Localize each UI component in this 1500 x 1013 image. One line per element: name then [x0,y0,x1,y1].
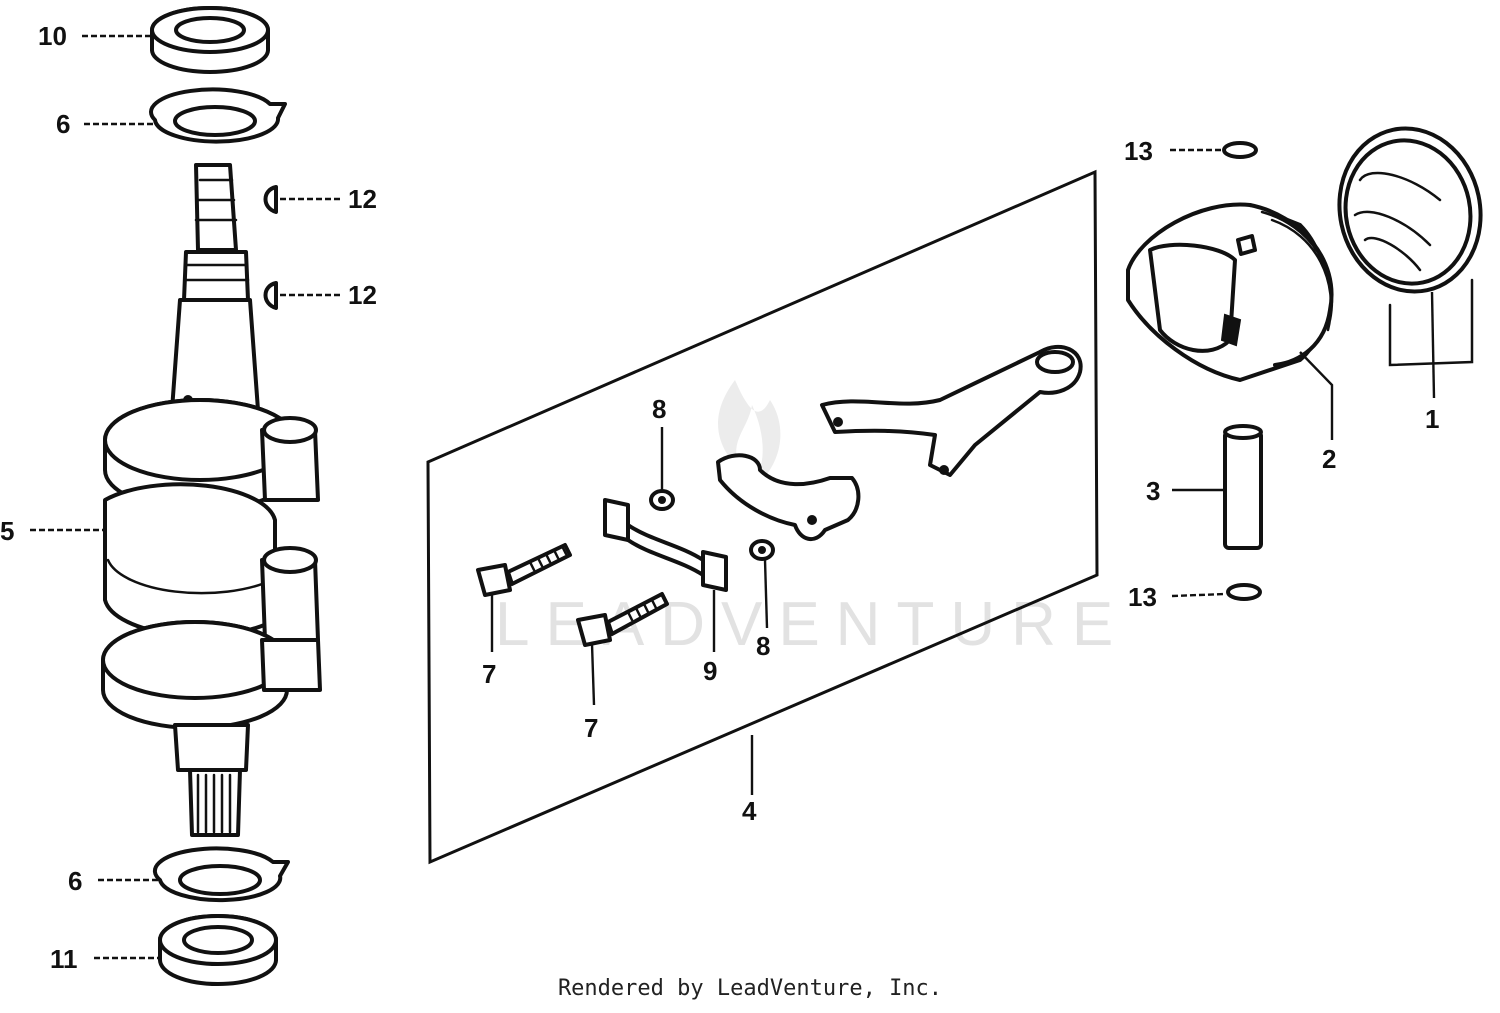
callout-4: 4 [742,796,757,826]
thrust-washer-top [149,87,287,144]
callout-6-top: 6 [56,109,70,139]
crankshaft [101,163,322,837]
callout-13-upper: 13 [1124,136,1153,166]
rod-washer-upper [649,489,675,511]
callout-7-upper: 7 [482,659,496,689]
callout-3: 3 [1146,476,1160,506]
callout-8-lower: 8 [756,631,770,661]
oil-seal-bottom [158,914,278,986]
callout-12-lower: 12 [348,280,377,310]
piston-pin-clip-lower [1226,583,1262,601]
woodruff-key-lower [263,281,278,310]
woodruff-key-upper [263,185,278,214]
connecting-rod [820,344,1083,477]
piston-pin [1223,424,1263,550]
callout-13-lower: 13 [1128,582,1157,612]
oil-seal-top [150,6,270,74]
callout-6-bottom: 6 [68,866,82,896]
lock-plate [603,498,728,592]
piston-ring-set [1337,126,1483,367]
kit-outline [426,169,1099,865]
rod-washer-lower [749,539,775,561]
callout-8-upper: 8 [652,394,666,424]
rod-bolt-upper [476,543,572,597]
callout-2: 2 [1322,444,1336,474]
callout-7-lower: 7 [584,713,598,743]
piston [1126,202,1334,382]
callout-10: 10 [38,21,67,51]
callout-9: 9 [703,656,717,686]
callout-11: 11 [50,944,78,974]
connecting-rod-kit [426,169,1099,865]
rod-cap [716,453,861,541]
callout-12-upper: 12 [348,184,377,214]
footer-credit: Rendered by LeadVenture, Inc. [557,976,943,1001]
piston-pin-clip-upper [1222,141,1258,159]
rod-bolt-lower [576,592,669,647]
thrust-washer-bottom [152,846,290,903]
callout-1: 1 [1425,404,1439,434]
callout-5: 5 [0,516,14,546]
